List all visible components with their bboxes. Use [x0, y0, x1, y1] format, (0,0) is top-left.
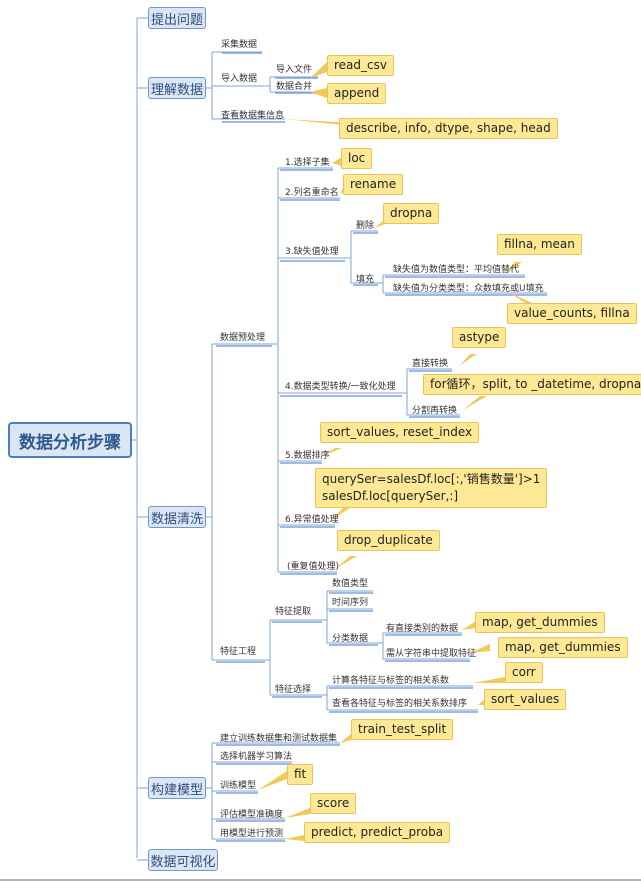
topic-feature-extraction[interactable]: 特征提取 — [275, 607, 312, 617]
topic-import-file[interactable]: 导入文件 — [276, 65, 313, 75]
note-outlier-query: querySer=salesDf.loc[:,'销售数量']>1 salesDf… — [315, 468, 548, 508]
note-drop-duplicate: drop_duplicate — [337, 530, 440, 551]
topic-split-datasets[interactable]: 建立训练数据集和测试数据集 — [220, 734, 338, 744]
note-predict: predict, predict_proba — [304, 822, 451, 843]
branch-build-model[interactable]: 构建模型 — [148, 777, 206, 799]
topic-split-convert[interactable]: 分割再转换 — [412, 406, 458, 416]
topic-preprocessing[interactable]: 数据预处理 — [220, 333, 266, 343]
note-rename: rename — [343, 174, 404, 195]
note-append: append — [327, 83, 387, 104]
topic-feature-selection[interactable]: 特征选择 — [275, 685, 312, 695]
branch-ask-question[interactable]: 提出问题 — [148, 7, 206, 29]
topic-drop[interactable]: 删除 — [356, 221, 375, 231]
note-fit: fit — [287, 764, 314, 785]
branch-data-cleaning[interactable]: 数据清洗 — [148, 506, 206, 528]
topic-inspect-dataset[interactable]: 查看数据集信息 — [221, 111, 285, 121]
note-dropna: dropna — [383, 203, 440, 224]
topic-fill-category[interactable]: 缺失值为分类类型：众数填充或U填充 — [393, 284, 544, 294]
topic-fill[interactable]: 填充 — [356, 275, 375, 285]
topic-predict[interactable]: 用模型进行预测 — [220, 829, 284, 839]
topic-feature-engineering[interactable]: 特征工程 — [220, 647, 257, 657]
topic-evaluate-model[interactable]: 评估模型准确度 — [220, 810, 284, 820]
topic-import-data[interactable]: 导入数据 — [221, 74, 258, 84]
note-train-test-split: train_test_split — [351, 719, 454, 740]
topic-time-series[interactable]: 时间序列 — [332, 598, 369, 608]
note-inspect-methods: describe, info, dtype, shape, head — [339, 118, 558, 139]
topic-sort-correlation[interactable]: 查看各特征与标签的相关系数排序 — [332, 699, 468, 709]
note-query-line-2: salesDf.loc[querySer,:] — [322, 489, 459, 503]
topic-missing-values[interactable]: 3.缺失值处理 — [285, 247, 339, 257]
note-score: score — [310, 793, 357, 814]
topic-calc-correlation[interactable]: 计算各特征与标签的相关系数 — [332, 676, 450, 686]
topic-categorical-data[interactable]: 分类数据 — [332, 634, 369, 644]
branch-data-visualization[interactable]: 数据可视化 — [148, 849, 218, 871]
note-read-csv: read_csv — [327, 55, 394, 76]
note-sort: sort_values, reset_index — [320, 422, 480, 443]
topic-collect-data[interactable]: 采集数据 — [221, 40, 258, 50]
topic-sort-data[interactable]: 5.数据排序 — [285, 451, 330, 461]
note-loc: loc — [341, 148, 373, 169]
branch-understand-data[interactable]: 理解数据 — [148, 77, 206, 99]
topic-select-subset[interactable]: 1.选择子集 — [285, 158, 330, 168]
note-get-dummies-2: map, get_dummies — [498, 637, 628, 658]
topic-outliers[interactable]: 6.异常值处理 — [285, 515, 339, 525]
note-astype: astype — [452, 327, 507, 348]
topic-numeric-type[interactable]: 数值类型 — [332, 579, 369, 589]
topic-choose-algorithm[interactable]: 选择机器学习算法 — [220, 752, 293, 762]
note-value-counts: value_counts, fillna — [507, 303, 637, 324]
note-fillna-mean: fillna, mean — [497, 234, 582, 255]
topic-direct-convert[interactable]: 直接转换 — [412, 359, 449, 369]
topic-type-conversion[interactable]: 4.数据类型转换/一致化处理 — [285, 382, 396, 392]
topic-direct-category[interactable]: 有直接类别的数据 — [386, 624, 459, 634]
bottom-border — [0, 879, 641, 881]
note-query-line-1: querySer=salesDf.loc[:,'销售数量']>1 — [322, 472, 541, 486]
note-get-dummies-1: map, get_dummies — [475, 612, 605, 633]
topic-extract-from-string[interactable]: 需从字符串中提取特征 — [386, 649, 477, 659]
root-node[interactable]: 数据分析步骤 — [8, 422, 132, 458]
topic-merge-data[interactable]: 数据合并 — [276, 82, 313, 92]
note-corr: corr — [505, 662, 543, 683]
topic-fill-numeric[interactable]: 缺失值为数值类型：平均值替代 — [393, 265, 520, 275]
topic-duplicates[interactable]: (重复值处理) — [287, 562, 340, 572]
topic-train-model[interactable]: 训练模型 — [220, 781, 257, 791]
note-sort-values: sort_values — [484, 689, 567, 710]
topic-rename-columns[interactable]: 2.列名重命名 — [285, 188, 339, 198]
note-split-chain: for循环，split, to _datetime, dropna — [423, 374, 641, 395]
